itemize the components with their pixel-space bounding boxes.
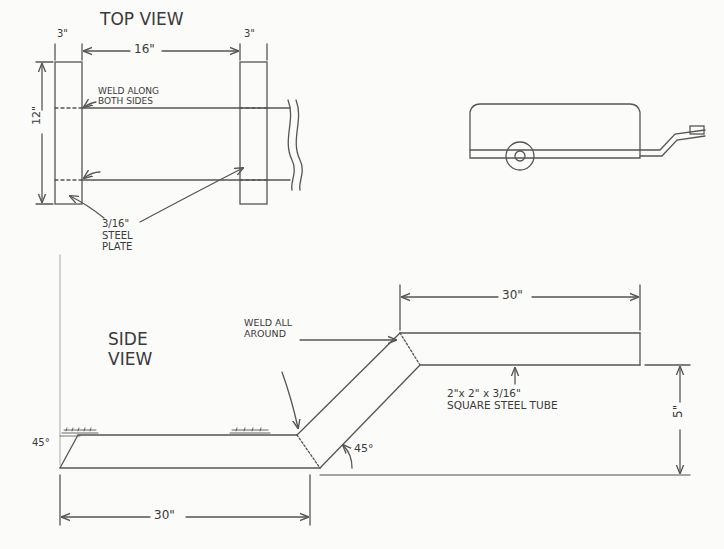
view-title: SIDE VIEW [108, 330, 178, 369]
dimension: 30" [154, 509, 175, 523]
weld-bead [62, 428, 98, 433]
break-line [288, 100, 294, 190]
view-title: TOP VIEW [100, 10, 184, 30]
dimension: 16" [134, 43, 155, 57]
material-note: 2"x 2" x 3/16" SQUARE STEEL TUBE [447, 387, 559, 411]
trailer-sketch [470, 104, 705, 170]
left-plate [55, 62, 82, 204]
right-plate [240, 62, 267, 204]
dimension: 5" [672, 405, 686, 418]
dimension: 12" [31, 106, 44, 125]
note: WELD ALL AROUND [244, 318, 296, 340]
upper-tube [400, 333, 640, 365]
diagonal-tube [297, 333, 420, 468]
angle: 45° [354, 443, 374, 456]
angle: 45° [32, 437, 50, 449]
dimension: 3" [57, 28, 68, 40]
material-note: 3/16" STEEL PLATE [102, 218, 158, 253]
dimension: 3" [244, 28, 255, 40]
dimension: 30" [502, 289, 523, 303]
base-tube [60, 435, 320, 468]
note: WELD ALONG BOTH SIDES [98, 86, 176, 107]
